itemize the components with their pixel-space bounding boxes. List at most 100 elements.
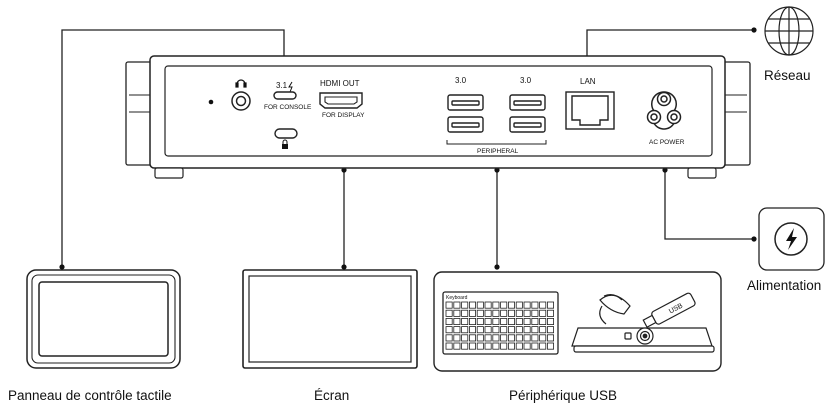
usb-peripheral-illustration: Keyboard USB	[433, 271, 722, 372]
ac-power-label: AC POWER	[649, 139, 685, 146]
keyboard-key	[523, 326, 531, 334]
mouse-illustration	[599, 294, 631, 325]
keyboard-key	[484, 334, 492, 342]
keyboard-key	[515, 342, 523, 350]
usb-a-port[interactable]	[447, 94, 484, 111]
network-caption: Réseau	[764, 68, 811, 83]
power-led	[208, 99, 214, 105]
usb-stick-illustration: USB	[642, 292, 696, 329]
keyboard-key	[500, 334, 508, 342]
keyboard-key	[547, 317, 555, 325]
keyboard-key	[484, 342, 492, 350]
line-power	[664, 168, 754, 240]
keyboard-key	[484, 301, 492, 309]
keyboard-key	[515, 309, 523, 317]
screen-caption: Écran	[314, 388, 349, 403]
keyboard-key	[507, 309, 515, 317]
headphone-icon	[235, 79, 247, 88]
keyboard-key	[453, 309, 461, 317]
peripheral-label: PERIPHERAL	[477, 148, 519, 155]
keyboard-key	[453, 301, 461, 309]
ac-power-socket[interactable]	[646, 89, 682, 130]
keyboard-key	[531, 326, 539, 334]
keyboard-key	[500, 301, 508, 309]
keyboard-key	[500, 317, 508, 325]
keyboard-key	[476, 326, 484, 334]
keyboard-key	[445, 326, 453, 334]
keyboard-key	[484, 326, 492, 334]
keyboard-brand-label: Keyboard	[446, 295, 468, 301]
keyboard-key	[539, 301, 547, 309]
keyboard-key	[445, 342, 453, 350]
keyboard-key	[445, 301, 453, 309]
hdmi-sub-label: FOR DISPLAY	[322, 112, 365, 119]
keyboard-key	[547, 342, 555, 350]
lock-icon	[282, 139, 288, 149]
keyboard-key	[461, 326, 469, 334]
keyboard-key	[492, 342, 500, 350]
keyboard-key	[539, 334, 547, 342]
keyboard-key	[476, 309, 484, 317]
keyboard-key	[547, 301, 555, 309]
keyboard-key	[484, 309, 492, 317]
keyboard-key	[461, 317, 469, 325]
keyboard-key	[515, 317, 523, 325]
keyboard-illustration: Keyboard	[442, 291, 559, 355]
hdmi-port[interactable]	[319, 92, 363, 109]
keyboard-key	[468, 334, 476, 342]
usb-a-port[interactable]	[509, 116, 546, 133]
keyboard-key	[547, 326, 555, 334]
keyboard-key	[531, 309, 539, 317]
keyboard-key	[476, 334, 484, 342]
usb-c-port[interactable]	[273, 91, 297, 100]
keyboard-key	[461, 301, 469, 309]
keyboard-key	[476, 317, 484, 325]
keyboard-key	[531, 334, 539, 342]
lightning-bolt-icon	[786, 228, 797, 250]
keyboard-key	[515, 326, 523, 334]
usb-c-version-label: 3.1	[276, 81, 288, 90]
device-unit	[125, 55, 751, 179]
keyboard-key	[445, 317, 453, 325]
peripheral-bracket	[446, 140, 547, 145]
keyboard-key	[500, 309, 508, 317]
keyboard-key	[492, 301, 500, 309]
keyboard-key	[507, 334, 515, 342]
touch-panel-illustration	[26, 269, 181, 369]
keyboard-key	[500, 326, 508, 334]
keyboard-key	[523, 309, 531, 317]
keyboard-key	[523, 317, 531, 325]
keyboard-key	[500, 342, 508, 350]
connection-lines	[61, 29, 754, 268]
usb-a-port[interactable]	[447, 116, 484, 133]
keyboard-key	[461, 334, 469, 342]
power-caption: Alimentation	[747, 278, 821, 293]
keyboard-key	[468, 301, 476, 309]
bolt-icon	[288, 81, 293, 93]
usb-a-left-label: 3.0	[455, 76, 467, 85]
keyboard-key	[523, 342, 531, 350]
usb-peripheral-caption: Périphérique USB	[509, 388, 617, 403]
keyboard-key	[476, 301, 484, 309]
keyboard-key	[468, 342, 476, 350]
keyboard-key	[461, 309, 469, 317]
keyboard-key	[453, 334, 461, 342]
keyboard-key	[492, 317, 500, 325]
keyboard-key	[547, 309, 555, 317]
keyboard-key	[492, 326, 500, 334]
power-box	[758, 207, 825, 271]
keyboard-key	[539, 309, 547, 317]
usb-c-port-secondary[interactable]	[274, 128, 298, 139]
keyboard-key	[515, 334, 523, 342]
keyboard-key	[547, 334, 555, 342]
keyboard-key	[484, 317, 492, 325]
usb-a-port[interactable]	[509, 94, 546, 111]
keyboard-key	[468, 317, 476, 325]
network-globe-icon	[764, 6, 814, 56]
keyboard-key	[531, 301, 539, 309]
line-network	[586, 29, 754, 58]
usb-a-right-label: 3.0	[520, 76, 532, 85]
lan-port[interactable]	[565, 91, 615, 130]
usb-a-ports	[447, 94, 546, 133]
